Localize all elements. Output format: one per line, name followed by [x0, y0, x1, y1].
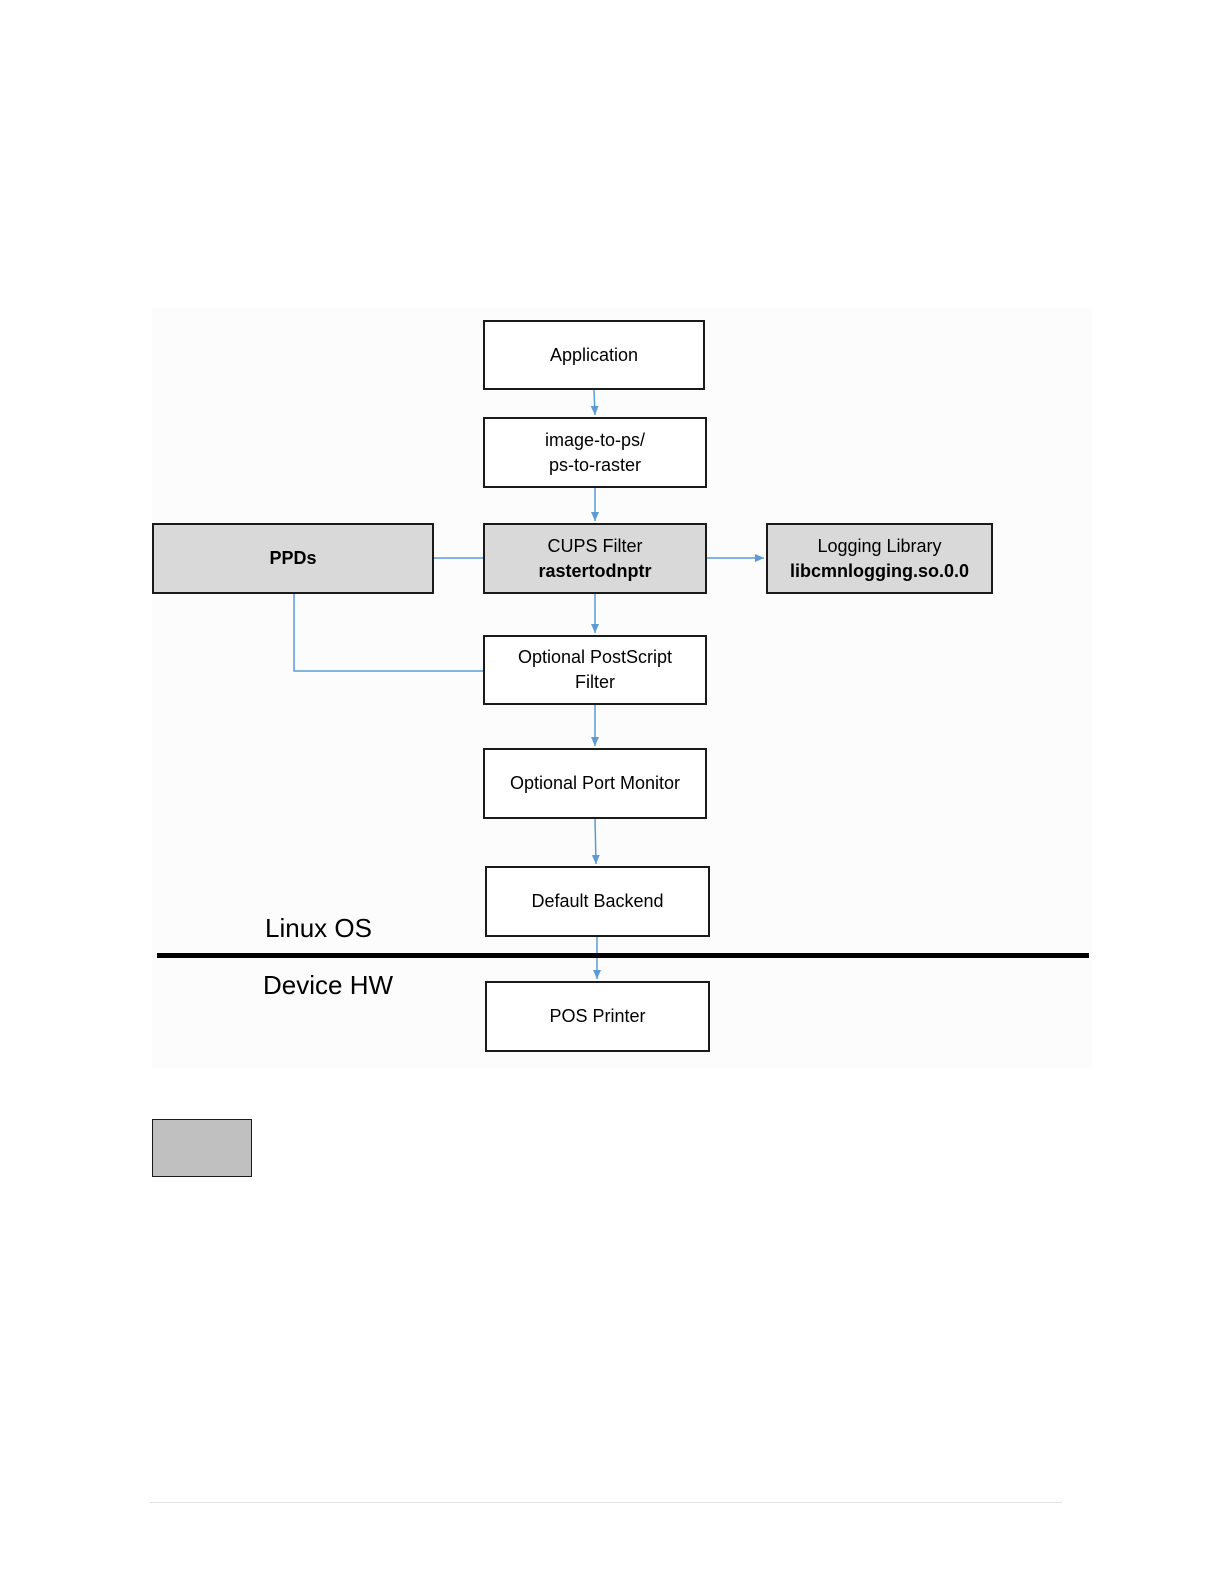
- region-label-linux-os: Linux OS: [265, 913, 372, 944]
- node-pos-printer: POS Printer: [485, 981, 710, 1052]
- node-logging-library-binary: libcmnlogging.so.0.0: [790, 559, 969, 584]
- region-label-device-hw: Device HW: [263, 970, 393, 1001]
- arrow-port-monitor-to-default-backend: [595, 818, 596, 864]
- node-cups-filter: CUPS Filter rastertodnptr: [483, 523, 707, 594]
- node-default-backend-label: Default Backend: [531, 889, 663, 914]
- node-postscript-filter-line1: Optional PostScript: [518, 645, 672, 670]
- node-optional-postscript-filter: Optional PostScript Filter: [483, 635, 707, 705]
- node-optional-port-monitor: Optional Port Monitor: [483, 748, 707, 819]
- node-postscript-filter-line2: Filter: [575, 670, 615, 695]
- node-application: Application: [483, 320, 705, 390]
- node-cups-filter-binary: rastertodnptr: [538, 559, 651, 584]
- node-logging-library: Logging Library libcmnlogging.so.0.0: [766, 523, 993, 594]
- node-pos-printer-label: POS Printer: [549, 1004, 645, 1029]
- line-ppds-to-postscript-filter: [294, 593, 483, 671]
- node-ppds: PPDs: [152, 523, 434, 594]
- node-logging-library-title: Logging Library: [817, 534, 941, 559]
- node-port-monitor-label: Optional Port Monitor: [510, 771, 680, 796]
- node-image-to-ps-line2: ps-to-raster: [549, 453, 641, 478]
- os-hardware-divider: [157, 953, 1089, 958]
- node-image-to-ps-line1: image-to-ps/: [545, 428, 645, 453]
- footer-rule: [150, 1502, 1062, 1503]
- node-ppds-label: PPDs: [269, 546, 316, 571]
- arrow-application-to-image-to-ps: [594, 390, 595, 415]
- node-default-backend: Default Backend: [485, 866, 710, 937]
- legend-swatch: [152, 1119, 252, 1177]
- node-cups-filter-title: CUPS Filter: [547, 534, 642, 559]
- node-application-label: Application: [550, 343, 638, 368]
- node-image-to-ps: image-to-ps/ ps-to-raster: [483, 417, 707, 488]
